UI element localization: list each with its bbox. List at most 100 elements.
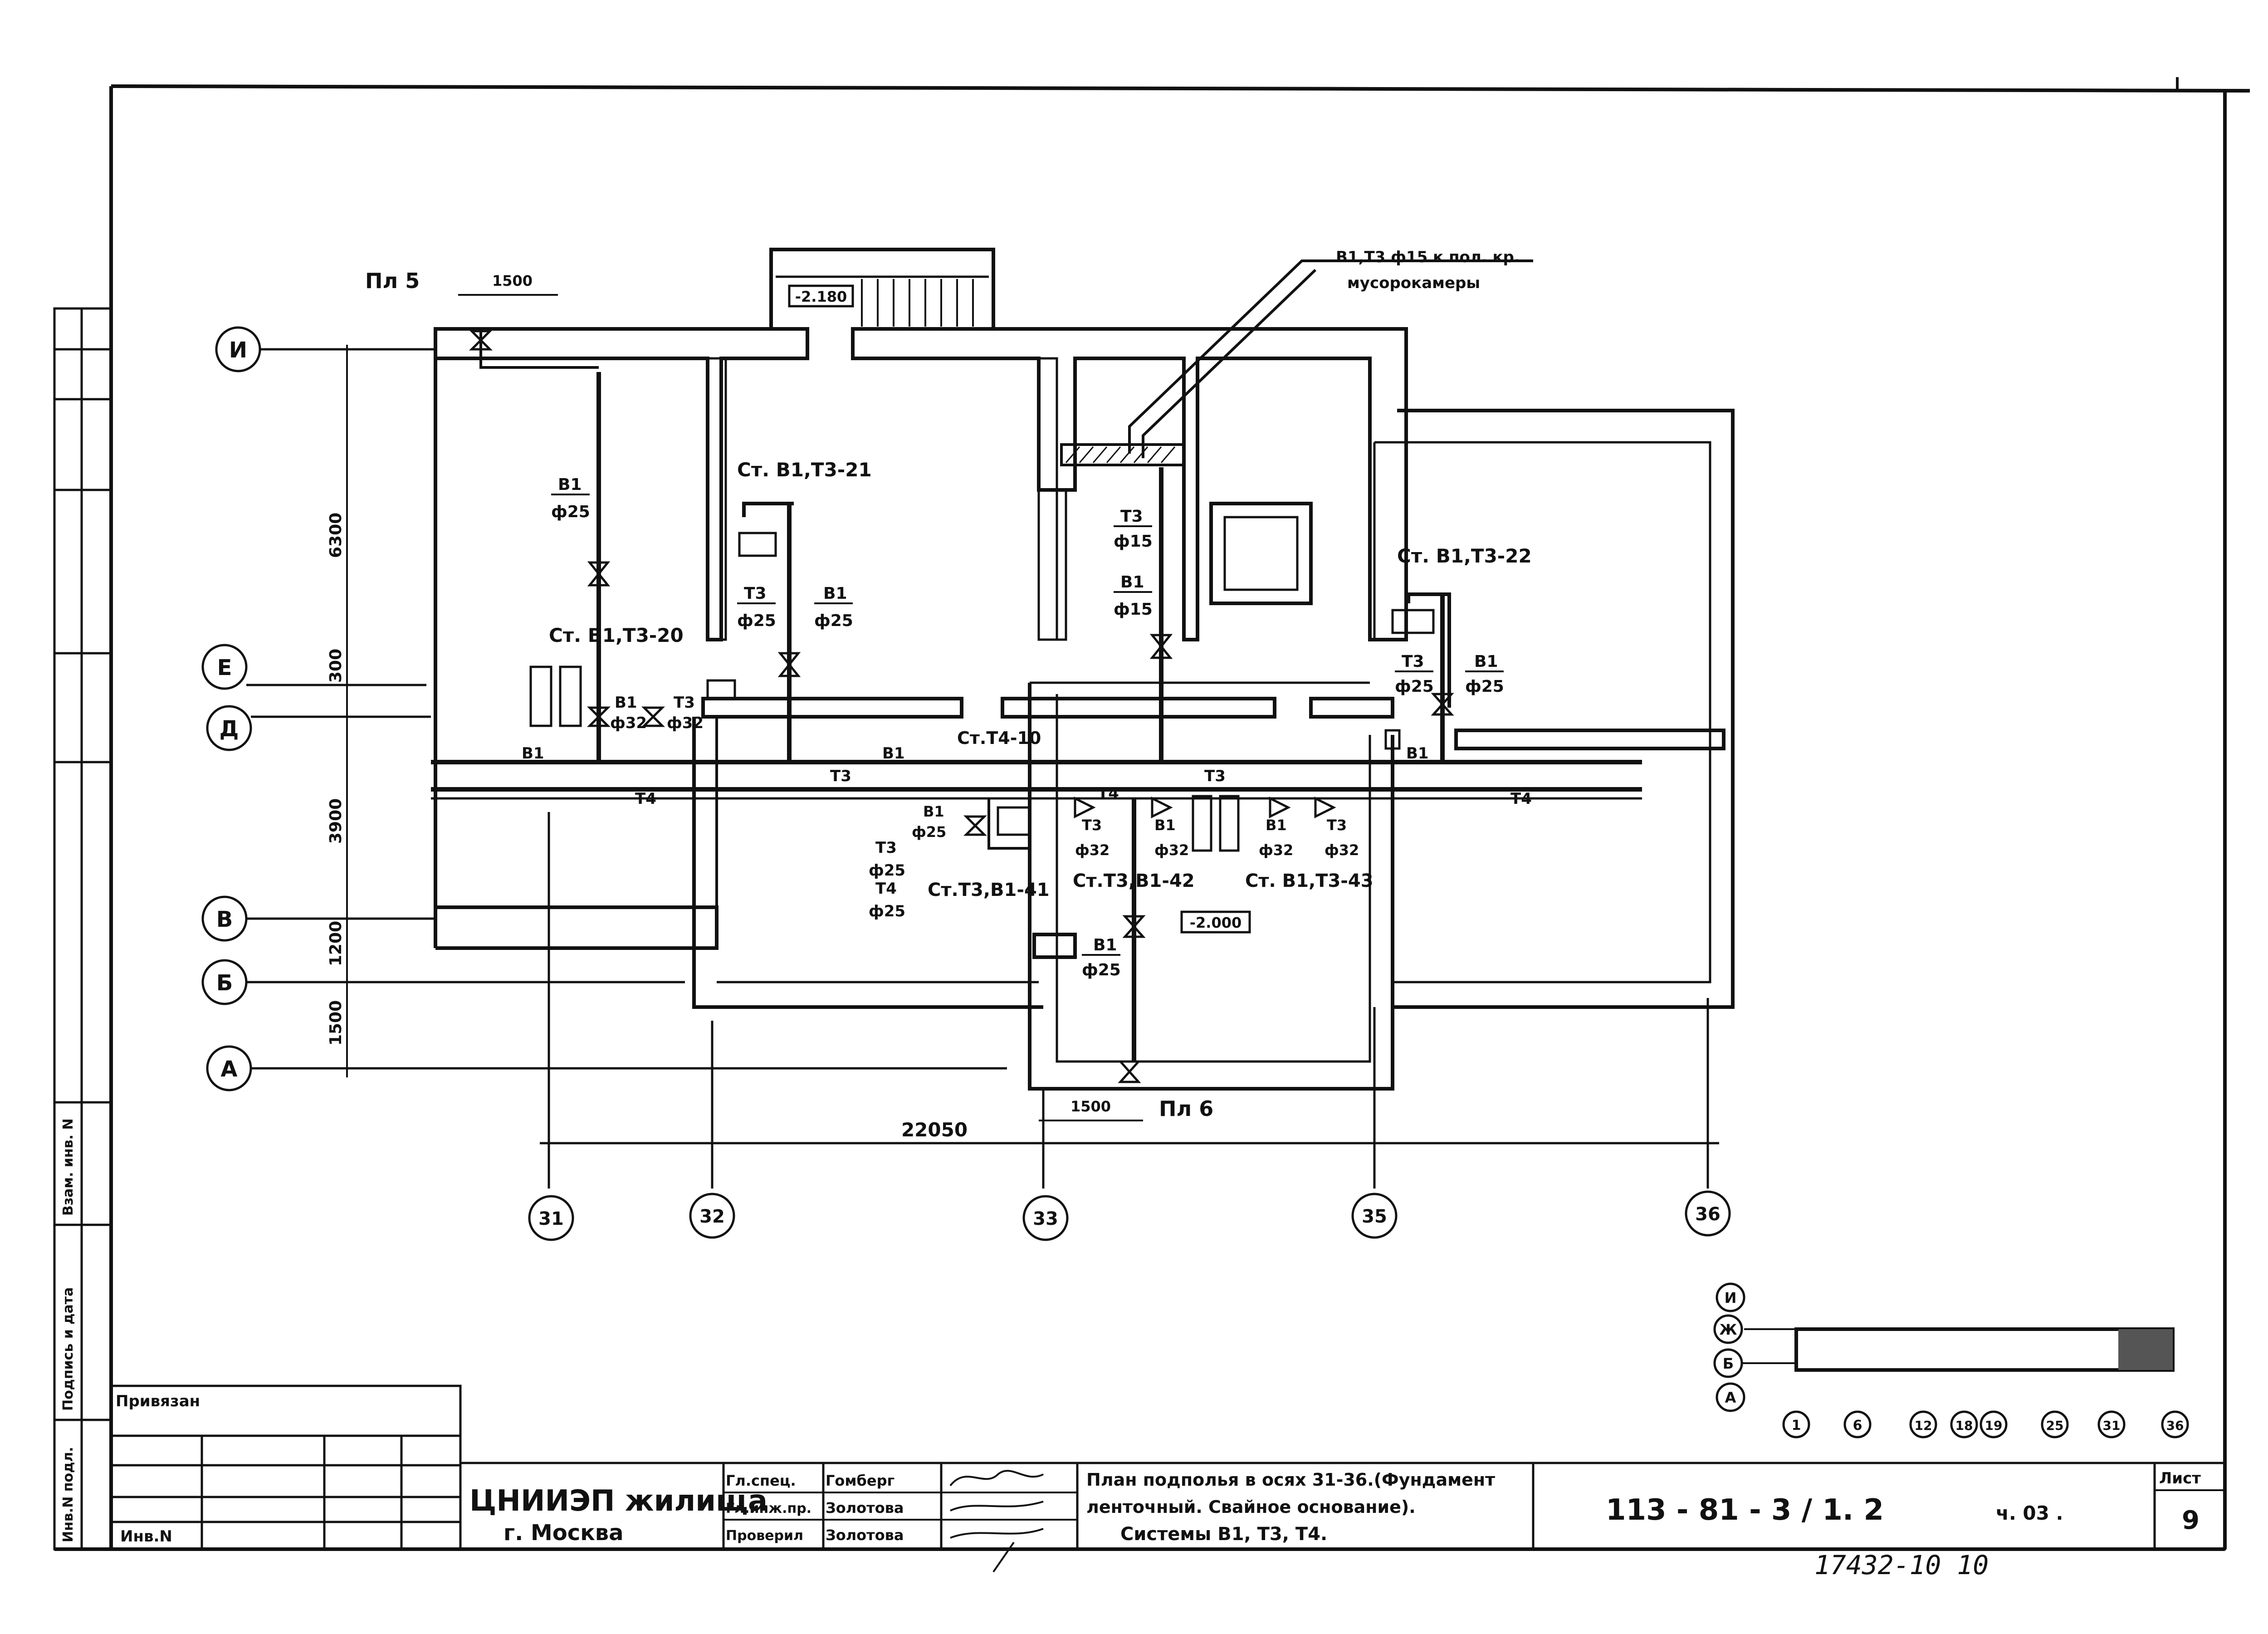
inv-n-label: Инв.N [120,1527,172,1546]
podpis-label: Подпись и дата [60,1287,76,1411]
sheet-number: 9 [2182,1506,2200,1535]
axis-bubble-Е [201,644,248,690]
building-walls [434,248,1735,1091]
riser-st20: Ст. В1,Т3-20 [549,624,684,646]
dim-6300: 6300 [327,513,345,558]
pipe-label-t3: Т3 [674,694,695,712]
riser-st21: Ст. В1,Т3-21 [737,459,872,481]
riser-st41: Ст.Т3,В1-41 [928,880,1050,900]
title-line1: План подполья в осях 31-36.(Фундамент [1086,1470,1495,1490]
key-col-36: 36 [2166,1418,2184,1433]
pipe-label-b1: В1 [923,803,944,820]
pipe-label-b1: В1 [1406,744,1429,763]
axis-bubble-Д [206,705,252,751]
riser-stT4: Ст.Т4-10 [957,728,1041,748]
musoro-note-line2: мусорокамеры [1347,274,1480,292]
role-gl-inzh: Гл.инж.пр. [726,1501,811,1517]
pipe-label-d32: ф32 [1075,841,1110,859]
pipe-label-d25: ф25 [551,503,590,521]
column-axes: 22050 31 32 33 35 36 [528,812,1731,1241]
pipe-label-d25: ф25 [1465,677,1504,696]
dim-pa6-width: 1500 [1070,1098,1111,1115]
pipe-label-t4: Т4 [1510,790,1532,808]
name-gomberg: Гомберг [826,1472,894,1489]
dim-1200: 1200 [327,921,345,966]
stair-treads [861,279,974,327]
section-pa6: Пл 6 [1159,1096,1213,1121]
pipe-label-b1: В1 [1120,573,1144,592]
pipe-label-t3: Т3 [1327,817,1347,834]
axis-label-32: 32 [699,1206,725,1227]
riser-st43: Ст. В1,Т3-43 [1245,871,1374,891]
pipe-label-b1: В1 [615,694,637,712]
axis-label-31: 31 [538,1208,564,1229]
org-main: ЦНИИЭП жилища [469,1484,767,1518]
vertical-dimensions: 6300 300 3900 1200 1500 [327,345,348,1077]
axis-label-А: А [220,1057,237,1082]
pipe-label-b1: В1 [1093,936,1117,954]
key-col-25: 25 [2046,1418,2064,1433]
side-stamp: Инв.N подл. Подпись и дата Взам. инв. N [53,307,112,1551]
key-row-Ж: Ж [1719,1321,1737,1338]
signatures [949,1470,1044,1573]
row-axes: И Е Д В Б А [201,326,1007,1091]
pipe-label-t4: Т4 [875,880,897,898]
pipe-label-t3: Т3 [1082,817,1102,834]
pipe-label-t3: Т3 [1402,652,1424,671]
axis-label-Б: Б [216,970,233,996]
pipe-label-d25: ф25 [1082,961,1121,979]
elevation-mid: -2.000 [1190,914,1242,931]
doc-code: 113 - 81 - 3 / 1. 2 [1606,1493,1884,1527]
dim-overall: 22050 [901,1119,968,1141]
dim-300: 300 [327,649,345,683]
pipe-label-b1: В1 [522,744,544,763]
name-zolotova-1: Золотова [826,1499,904,1517]
pipe-label-d25: ф25 [737,612,776,630]
pipe-label-d15: ф15 [1114,600,1153,619]
axis-bubble-31 [528,1195,574,1241]
valves [469,330,1454,1083]
axis-label-В: В [216,907,233,932]
riser-st22: Ст. В1,Т3-22 [1397,545,1532,567]
pipe-label-b1: В1 [558,475,582,494]
key-row-А: А [1725,1389,1736,1406]
elevation-top: -2.180 [795,288,847,305]
name-zolotova-2: Золотова [826,1526,904,1544]
pipe-labels: В1 ф25 Т3 ф25 В1 ф25 Т3 ф15 В1 ф15 Т3 ф2… [522,475,1532,979]
pipe-label-t4: Т4 [635,790,656,808]
pipe-label-b1: В1 [823,584,847,603]
musoro-note-line1: В1,Т3 ф15 к пол. кр. [1336,248,1520,266]
section-pa5: Пл 5 [365,269,420,293]
riser-notes: В1,Т3 ф15 к пол. кр. мусорокамеры Ст. В1… [549,248,1532,900]
pipe-label-d25: ф25 [1395,677,1434,696]
dim-pa5-width: 1500 [492,272,533,289]
pipe-label-b1: В1 [1474,652,1498,671]
pipe-label-b1: В1 [1154,817,1176,834]
pipe-label-t4: Т4 [1098,784,1119,802]
pipe-label-d32: ф32 [610,714,647,732]
section-marks: Пл 5 1500 Пл 6 1500 -2.180 -2.000 [365,269,1251,1121]
inv-podl-label: Инв.N подл. [60,1447,76,1542]
riser-st42: Ст.Т3,В1-42 [1073,871,1195,891]
pipe-label-d25: ф25 [814,612,853,630]
role-gl-spec: Гл.спец. [726,1472,796,1489]
pipe-label-d32: ф32 [1154,841,1189,859]
key-plan: И Ж Б А 1 6 12 18 19 25 31 36 [1713,1282,2189,1438]
pipe-label-t3: Т3 [875,839,897,857]
archive-number: 17432-10 10 [1814,1550,1989,1580]
pipe-label-t3: Т3 [830,767,851,785]
title-block: Привязан Инв.N ЦНИИЭП жилища г. Москва Г… [110,1384,2226,1573]
axis-label-И: И [229,338,247,363]
key-col-31: 31 [2103,1418,2121,1433]
title-line3: Системы В1, Т3, Т4. [1120,1524,1327,1545]
key-col-12: 12 [1915,1418,1932,1433]
main-pipes [431,259,1642,1062]
pipe-label-d32: ф32 [1259,841,1293,859]
pipe-label-b1: В1 [1266,817,1287,834]
key-col-19: 19 [1985,1418,2003,1433]
pipe-label-b1: В1 [882,744,905,763]
key-row-И: И [1725,1289,1737,1306]
pipe-label-t3: Т3 [1204,767,1226,785]
